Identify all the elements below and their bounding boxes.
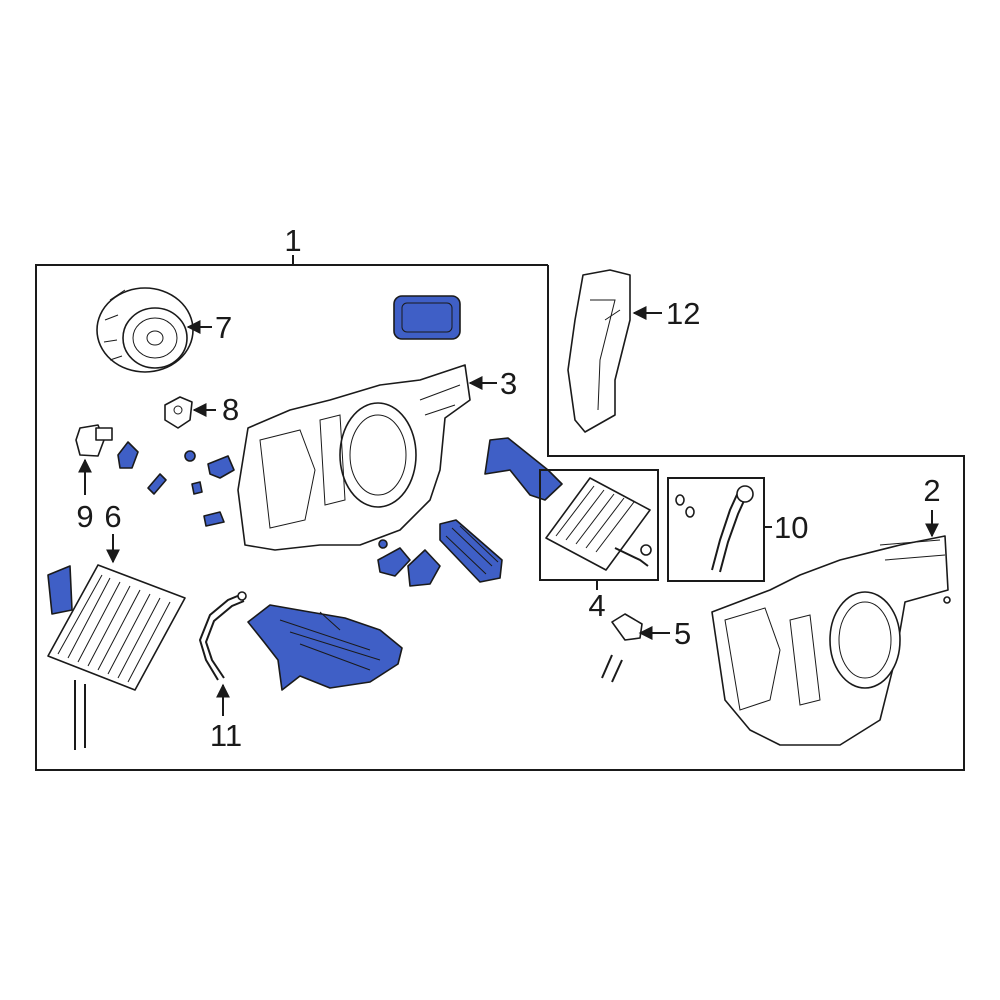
callout-12-label: 12 [666,296,700,331]
drain-tube-part[interactable] [198,591,247,681]
callout-9-label: 9 [76,499,93,534]
duct-bracket-part[interactable] [484,437,563,501]
callout-1-label: 1 [284,223,301,258]
valve-blue-parts[interactable] [377,539,441,587]
assembly-boundary [35,264,965,771]
callout-8-label: 8 [222,392,239,427]
lower-case-part[interactable] [247,604,403,691]
small-blue-parts[interactable] [117,441,235,527]
air-duct-part[interactable] [567,269,631,433]
refrigerant-pipe-part[interactable] [675,485,754,573]
callout-2-label: 2 [923,473,940,508]
callout-10-label: 10 [774,510,808,545]
sensor-bracket-part[interactable] [75,424,113,457]
callout-7-label: 7 [215,310,232,345]
heater-case-assembly-part[interactable] [711,535,951,746]
heater-core-part[interactable] [47,564,186,750]
evaporator-box [539,469,659,581]
actuator-part[interactable] [164,396,193,429]
callout-11-label: 11 [210,718,242,753]
evaporator-part[interactable] [545,477,652,571]
callout-6-label: 6 [104,499,121,534]
callout-4-label: 4 [588,588,605,623]
sensor-part[interactable] [601,613,643,683]
pipe-box [667,477,765,582]
callout-3-label: 3 [500,366,517,401]
blower-motor-part[interactable] [96,287,194,373]
callout-5-label: 5 [674,616,691,651]
grille-part[interactable] [439,519,503,583]
filter-pad-part[interactable] [393,295,461,340]
heater-case-half-part[interactable] [237,364,471,551]
